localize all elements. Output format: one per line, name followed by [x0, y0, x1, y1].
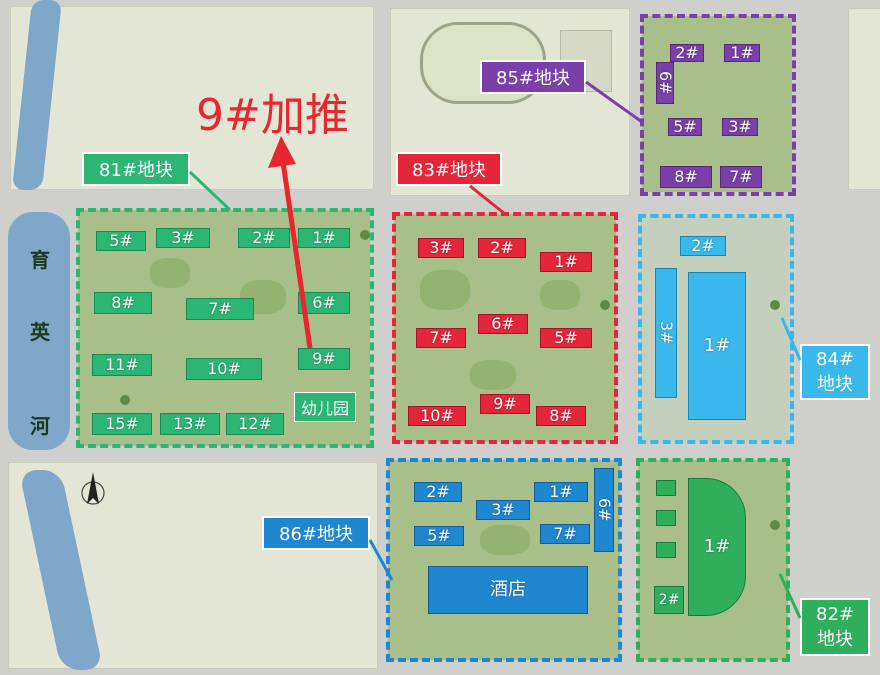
building-83-3: 3#: [418, 238, 464, 258]
leader-line-82: [778, 573, 802, 619]
building-85-1: 1#: [724, 44, 760, 62]
building-81-9: 9#: [298, 348, 350, 370]
river-char-3: 河: [30, 414, 50, 438]
plot-81-boundary: [76, 208, 374, 448]
garden-patch: [540, 280, 580, 310]
building-83-10: 10#: [408, 406, 466, 426]
tree: [770, 300, 780, 310]
building-81-11: 11#: [92, 354, 152, 376]
building-81-6: 6#: [298, 292, 350, 314]
building-81-13: 13#: [160, 413, 220, 435]
building-82-2: 2#: [654, 586, 684, 614]
kindergarten: 幼儿园: [294, 392, 356, 422]
plot-84-label: 84# 地块: [800, 344, 870, 400]
building-82-small: [656, 510, 676, 526]
plot-82-label-top: 82#: [816, 603, 854, 625]
red-arrow-head-icon: [268, 136, 296, 168]
building-85-2: 2#: [670, 44, 704, 62]
building-84-2: 2#: [680, 236, 726, 256]
building-81-7: 7#: [186, 298, 254, 320]
leader-line-81: [188, 170, 232, 212]
building-83-9: 9#: [480, 394, 530, 414]
building-81-1: 1#: [298, 228, 350, 248]
yuying-river: [8, 212, 70, 450]
north-west-block: [10, 6, 374, 190]
building-84-1: 1#: [688, 272, 746, 420]
plot-85-ground: [642, 16, 792, 192]
plot-85-boundary: [640, 14, 796, 196]
building-81-3: 3#: [156, 228, 210, 248]
building-83-2: 2#: [478, 238, 526, 258]
compass-north-icon: [81, 472, 105, 505]
garden-patch: [480, 525, 530, 555]
building-85-7: 7#: [720, 166, 762, 188]
plot-85-label: 85#地块: [480, 60, 586, 94]
tree: [120, 395, 130, 405]
building-86-1: 1#: [534, 482, 588, 502]
plot-81-label: 81#地块: [82, 152, 190, 186]
building-85-8: 8#: [660, 166, 712, 188]
plot-82-label: 82# 地块: [800, 598, 870, 656]
annotation-9-added: 9#加推: [196, 90, 349, 141]
leader-line-83: [469, 184, 506, 216]
building-83-6: 6#: [478, 314, 528, 334]
river-char-2: 英: [30, 320, 50, 344]
tree: [770, 520, 780, 530]
garden-patch: [420, 270, 470, 310]
plot-84-label-top: 84#: [816, 348, 854, 370]
building-83-5: 5#: [540, 328, 592, 348]
building-85-6: 6#: [656, 62, 675, 104]
east-edge-block: [848, 8, 880, 190]
building-85-5: 5#: [668, 118, 702, 136]
building-86-5: 5#: [414, 526, 464, 546]
building-86-3: 3#: [476, 500, 530, 520]
building-81-10: 10#: [186, 358, 262, 380]
building-82-small: [656, 480, 676, 496]
plot-83-label: 83#地块: [396, 152, 502, 186]
plot-82-boundary: [636, 458, 790, 662]
tree: [600, 300, 610, 310]
building-86-7: 7#: [540, 524, 590, 544]
building-86-2: 2#: [414, 482, 462, 502]
building-83-1: 1#: [540, 252, 592, 272]
building-83-7: 7#: [416, 328, 466, 348]
building-85-3: 3#: [722, 118, 758, 136]
hotel: 酒店: [428, 566, 588, 614]
leader-line-86: [368, 539, 394, 581]
leader-line-85: [585, 80, 643, 124]
red-arrow-line: [280, 161, 313, 349]
building-81-15: 15#: [92, 413, 152, 435]
leader-line-84: [780, 317, 802, 361]
building-86-6: 6#: [594, 468, 614, 552]
garden-patch: [150, 258, 190, 288]
plot-84-boundary: [638, 214, 794, 444]
building-81-5: 5#: [96, 231, 146, 251]
plot-82-label-bottom: 地块: [817, 628, 853, 650]
building-84-3: 3#: [655, 268, 677, 398]
plot-86-label: 86#地块: [262, 516, 370, 550]
building-81-8: 8#: [94, 292, 152, 314]
building-82-1: 1#: [688, 478, 746, 616]
garden-patch: [470, 360, 516, 390]
plot-84-label-bottom: 地块: [817, 373, 853, 395]
building-83-8: 8#: [536, 406, 586, 426]
building-81-2: 2#: [238, 228, 290, 248]
river-char-1: 育: [30, 248, 50, 272]
building-81-12: 12#: [226, 413, 284, 435]
plot-86-boundary: [386, 458, 622, 662]
building-82-small: [656, 542, 676, 558]
tree: [360, 230, 370, 240]
